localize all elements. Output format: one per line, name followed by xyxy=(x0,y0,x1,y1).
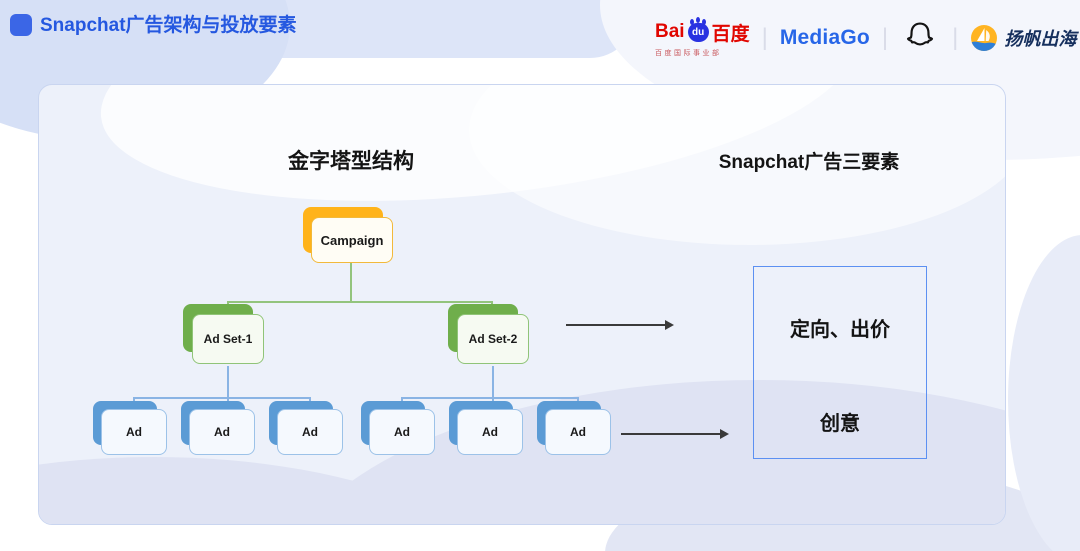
ad-node: Ad xyxy=(181,401,256,457)
ad-node-label: Ad xyxy=(277,409,343,455)
baidu-logo-chinese: 百度 xyxy=(711,23,750,45)
main-card: 金字塔型结构 Snapchat广告三要素 Campaign xyxy=(38,84,1006,525)
ad-node-label: Ad xyxy=(457,409,523,455)
ad-node-label: Ad xyxy=(189,409,255,455)
campaign-node: Campaign xyxy=(303,207,395,267)
connector-adset2-down xyxy=(492,366,494,410)
connector-adset1-down xyxy=(227,366,229,410)
adset1-node: Ad Set-1 xyxy=(183,304,265,366)
connector-adsets-horizontal xyxy=(227,301,493,303)
connector-ads2-horizontal xyxy=(401,397,579,399)
logo-separator: | xyxy=(761,24,768,51)
adset2-node-label: Ad Set-2 xyxy=(457,314,529,364)
connector-campaign-down xyxy=(350,263,352,301)
ad-node: Ad xyxy=(269,401,344,457)
diagram-area: 金字塔型结构 Snapchat广告三要素 Campaign xyxy=(39,85,1005,524)
baidu-logo-text: Bai xyxy=(655,21,685,42)
ad-node: Ad xyxy=(449,401,524,457)
title-bullet xyxy=(10,14,32,36)
baidu-logo-subtext: 百度国际事业部 xyxy=(655,49,722,57)
logo-bar: Bai du 百度 百度国际事业部 | MediaGo | | xyxy=(655,16,1076,60)
logo-separator: | xyxy=(881,24,889,51)
logo-separator: | xyxy=(952,24,959,51)
adset1-node-label: Ad Set-1 xyxy=(192,314,264,364)
baidu-logo: Bai du 百度 百度国际事业部 xyxy=(655,18,750,58)
ad-node-label: Ad xyxy=(545,409,611,455)
creative-label: 创意 xyxy=(820,413,860,435)
snapchat-ghost-icon xyxy=(900,17,940,59)
three-elements-box: 定向、出价 创意 xyxy=(753,266,927,459)
targeting-bidding-label: 定向、出价 xyxy=(790,319,890,341)
ad-node: Ad xyxy=(537,401,612,457)
yangfan-logo: 扬帆出海 xyxy=(970,24,1076,52)
ad-node-label: Ad xyxy=(101,409,167,455)
campaign-node-label: Campaign xyxy=(311,217,393,263)
ad-node: Ad xyxy=(93,401,168,457)
arrow-adset-to-elements xyxy=(566,320,674,330)
three-elements-heading: Snapchat广告三要素 xyxy=(718,152,900,173)
connector-ads1-horizontal xyxy=(133,397,311,399)
arrow-ad-to-elements xyxy=(621,429,729,439)
baidu-paw-icon: du xyxy=(687,18,709,42)
page-title: Snapchat广告架构与投放要素 xyxy=(40,15,297,36)
adset2-node: Ad Set-2 xyxy=(448,304,530,366)
yangfan-logo-text: 扬帆出海 xyxy=(1004,29,1077,49)
header: Snapchat广告架构与投放要素 Bai du 百度 百度国际事业部 | Me… xyxy=(0,0,1080,60)
yangfan-sail-icon xyxy=(971,25,998,51)
ad-node-label: Ad xyxy=(369,409,435,455)
mediago-logo: MediaGo xyxy=(779,26,870,49)
ad-node: Ad xyxy=(361,401,436,457)
pyramid-structure-heading: 金字塔型结构 xyxy=(288,150,414,173)
